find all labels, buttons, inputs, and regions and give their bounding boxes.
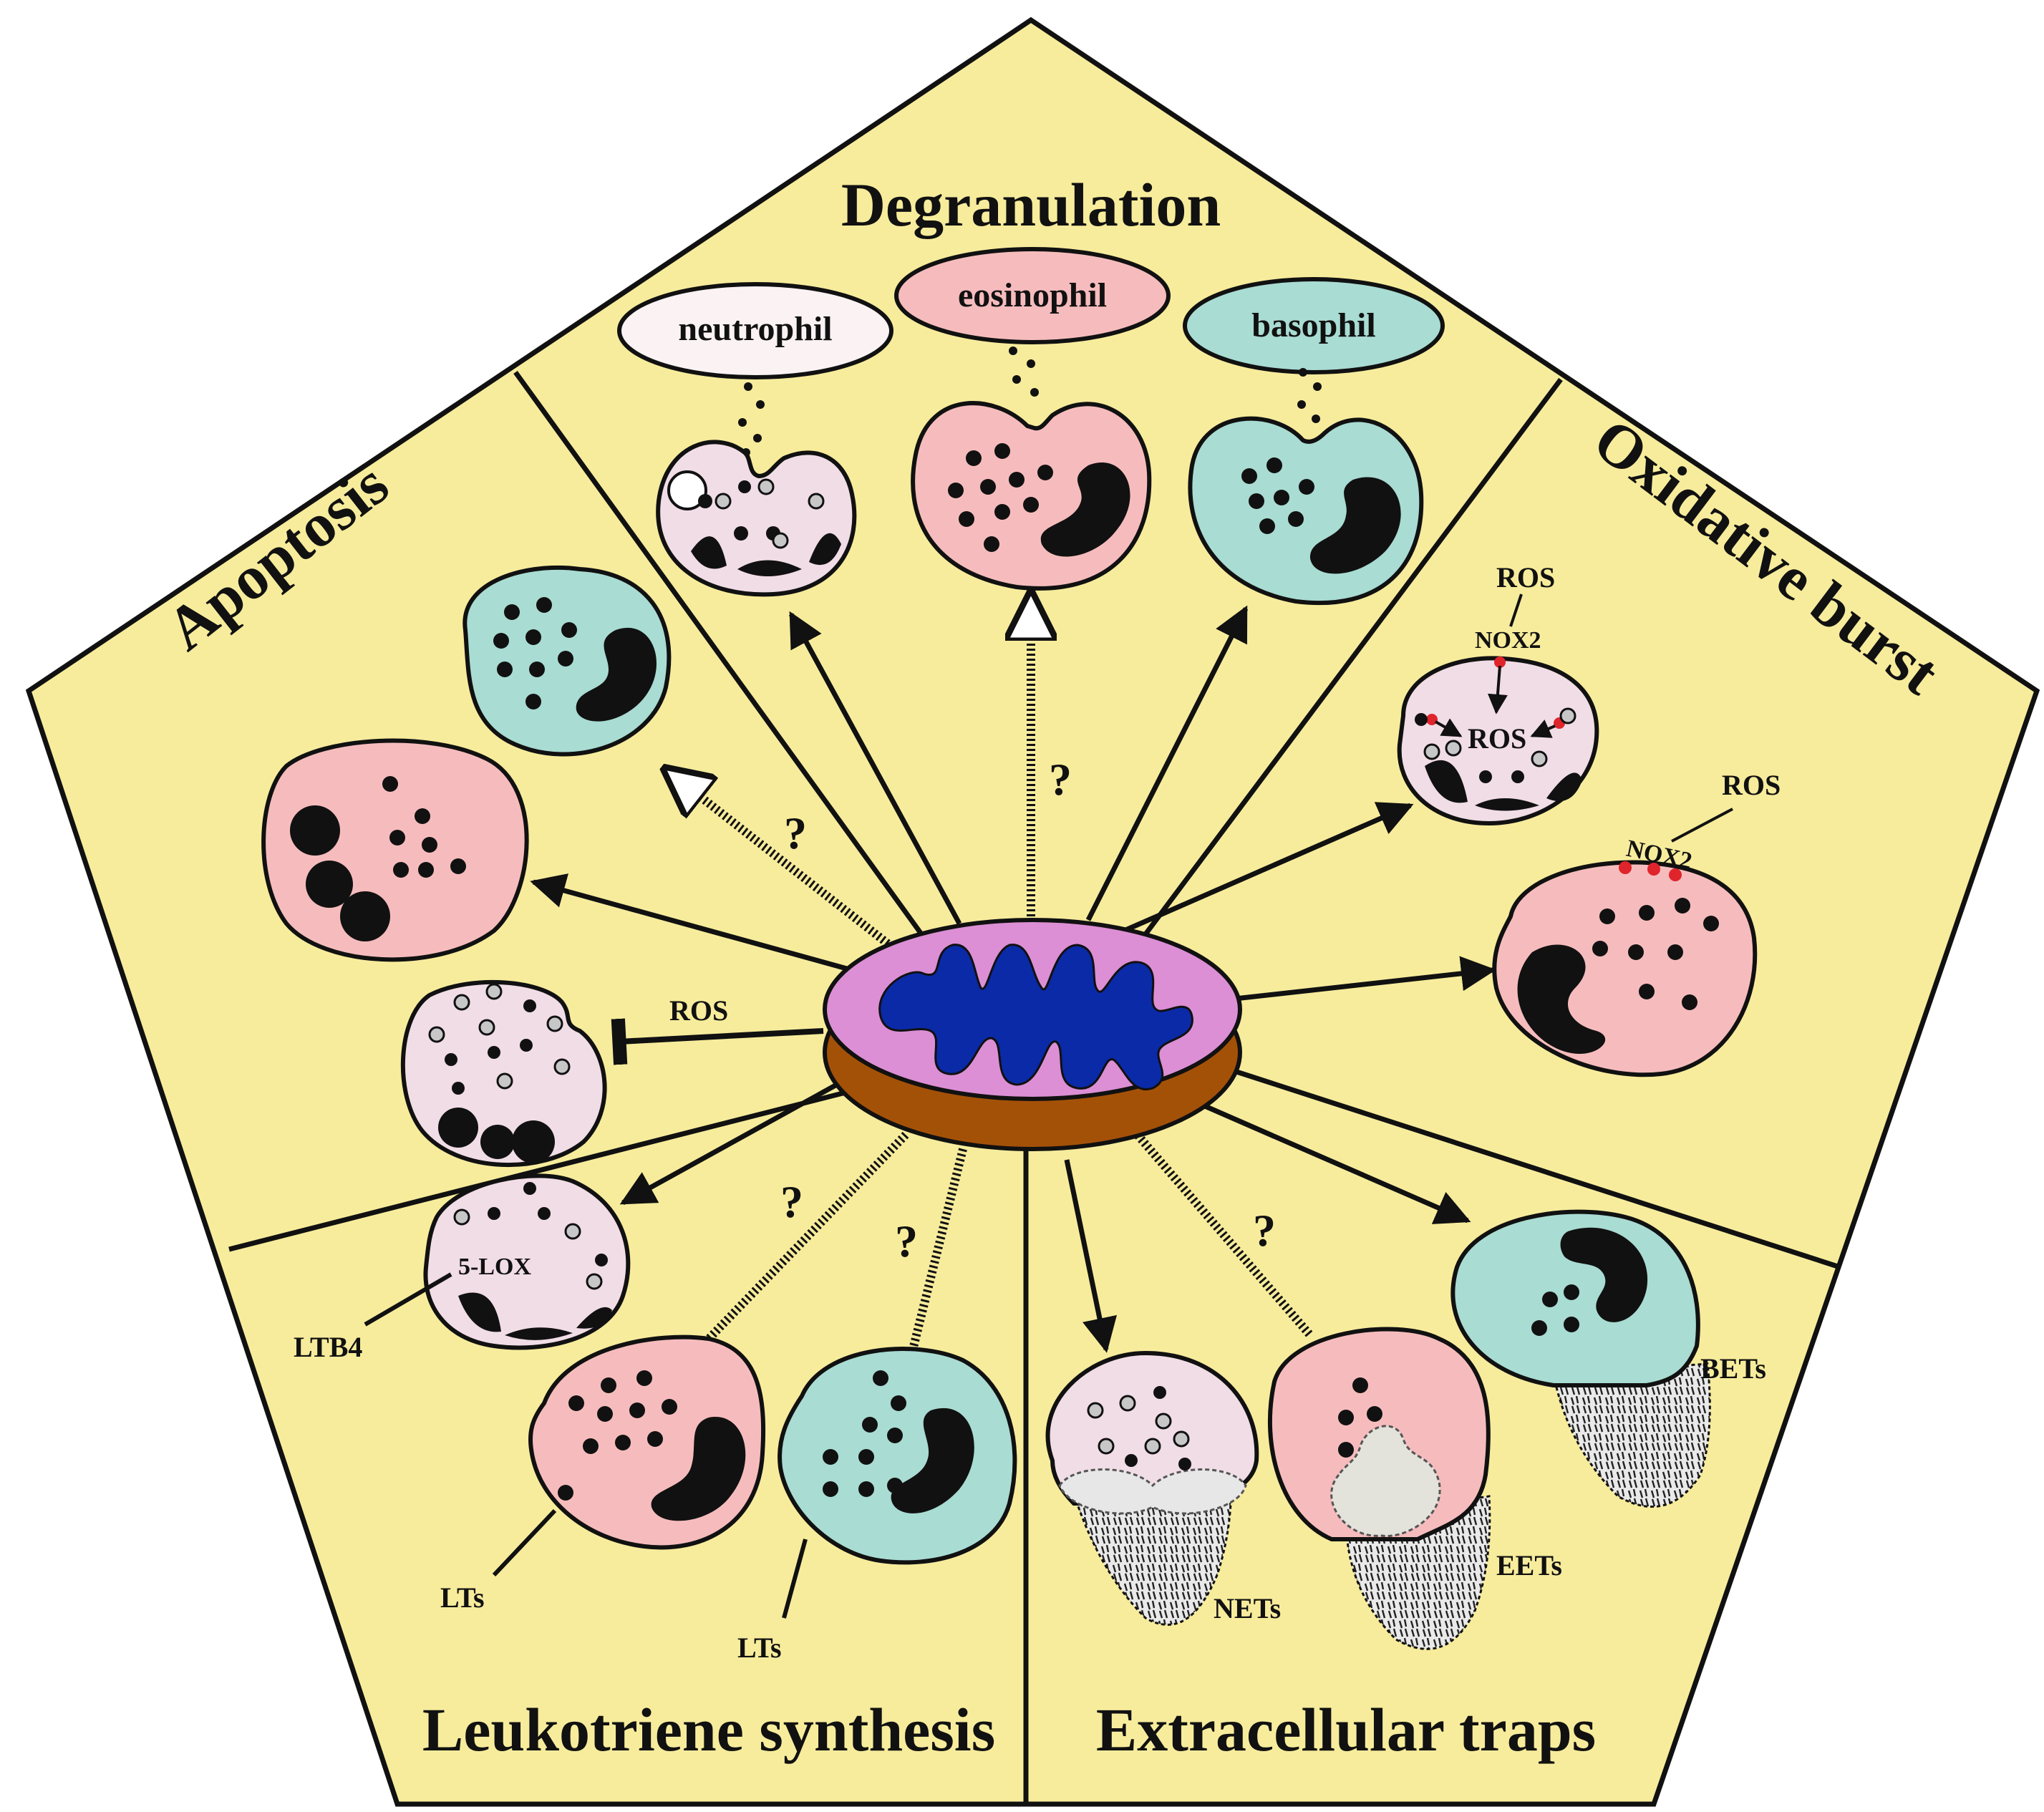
question-mark-lts-baso: ? [895, 1216, 918, 1266]
sector-title-degranulation: Degranulation [841, 170, 1221, 239]
ros-top-label: ROS [1496, 561, 1555, 593]
nox2-top-label: NOX2 [1475, 627, 1541, 654]
mitochondrion [823, 918, 1242, 1151]
cell-type-basophil: basophil [1183, 277, 1445, 374]
sector-dividers [228, 370, 1841, 1804]
svg-text:eosinophil: eosinophil [958, 276, 1107, 314]
neutrophil-apoptosis [400, 979, 607, 1168]
lts-eos-connector [492, 1508, 557, 1577]
question-mark-apoptosis: ? [784, 808, 807, 858]
eosinophil-leukotriene [528, 1334, 766, 1550]
svg-text:neutrophil: neutrophil [678, 310, 832, 348]
ros-top-connector [1509, 593, 1523, 627]
basophil-apoptosis [462, 565, 672, 757]
eosinophil-oxidative-burst [1492, 860, 1758, 1077]
arrow-to-baso-lts [909, 1148, 967, 1351]
ros-eos-connector [1671, 808, 1733, 843]
arrow-to-baso-apoptosis [666, 770, 891, 947]
question-mark-eets: ? [1253, 1205, 1276, 1256]
eets-label: EETs [1496, 1549, 1562, 1581]
question-mark-degranulation: ? [1049, 754, 1072, 805]
arrow-to-eos-apoptosis [530, 873, 853, 973]
svg-text:basophil: basophil [1251, 306, 1375, 344]
sector-title-extracellular-traps: Extracellular traps [1096, 1695, 1596, 1764]
neutrophil-extracellular-trap [1045, 1350, 1259, 1626]
lts-baso-label: LTs [737, 1632, 782, 1664]
arrow-to-neut-oxburst [1123, 802, 1414, 934]
arrow-to-bets [1187, 1096, 1471, 1224]
five-lox-label: 5-LOX [458, 1254, 531, 1280]
arrows [530, 594, 1496, 1353]
neutrophil-leukotriene [423, 1173, 631, 1350]
arrow-to-eos-lts [705, 1131, 909, 1342]
ros-inner-label: ROS [1468, 722, 1526, 755]
neutrophil-oxidative-burst [1397, 656, 1599, 826]
sector-title-leukotriene-synthesis: Leukotriene synthesis [422, 1695, 995, 1764]
lts-eos-label: LTs [440, 1581, 485, 1614]
inhibit-neut-apoptosis [611, 1018, 824, 1065]
ltb4-connector [364, 1272, 452, 1327]
cell-type-eosinophil: eosinophil [894, 247, 1171, 344]
ros-apoptosis-label: ROS [669, 994, 728, 1027]
basophil-leukotriene [778, 1347, 1017, 1565]
question-mark-lts-eos: ? [780, 1176, 803, 1227]
arrow-to-neutrophil-degranulation [788, 611, 962, 925]
eosinophil-extracellular-trap [1268, 1327, 1491, 1650]
arrow-to-nets [1064, 1159, 1118, 1353]
neutrophil-degranulating [656, 382, 857, 597]
nets-label: NETs [1214, 1592, 1281, 1624]
basophil-extracellular-trap [1450, 1209, 1711, 1508]
lts-baso-connector [782, 1539, 808, 1619]
arrow-to-neut-lts [619, 1067, 864, 1206]
arrow-to-eos-oxburst [1202, 956, 1496, 1005]
basophil-degranulating [1188, 368, 1424, 606]
eosinophil-degranulating [911, 347, 1152, 591]
bets-label: BETs [1700, 1352, 1766, 1385]
arrow-to-eets [1128, 1125, 1314, 1338]
ltb4-label: LTB4 [294, 1331, 362, 1363]
arrow-to-basophil-degranulation [1085, 605, 1249, 921]
ros-eos-label: ROS [1722, 769, 1781, 801]
cell-type-neutrophil: neutrophil [617, 282, 893, 379]
eosinophil-apoptosis [261, 738, 529, 962]
